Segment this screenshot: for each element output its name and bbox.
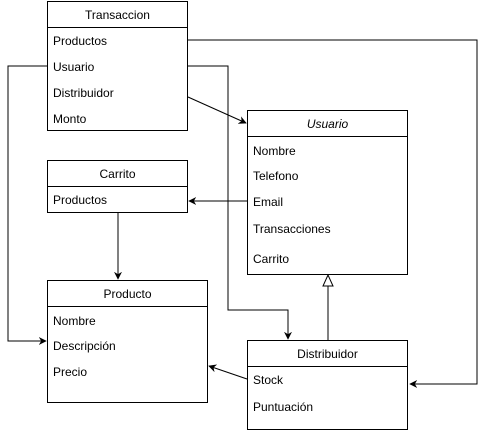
attr-carrito-productos: Productos xyxy=(53,193,108,207)
class-usuario-name: Usuario xyxy=(248,111,407,137)
connector-transaccion-productos-to-distribuidor xyxy=(188,39,478,388)
class-producto-name: Producto xyxy=(48,281,207,307)
attr-distribuidor-puntuacion: Puntuación xyxy=(253,400,314,414)
class-producto[interactable]: Producto Nombre Descripción Precio xyxy=(47,280,208,403)
attr-producto-descripcion: Descripción xyxy=(53,339,116,353)
attr-transaccion-usuario: Usuario xyxy=(53,60,95,74)
connector-distribuidor-to-producto xyxy=(208,364,248,380)
connector-transaccion-usuario-to-distribuidor xyxy=(188,65,292,340)
class-transaccion[interactable]: Transaccion Productos Usuario Distribuid… xyxy=(47,1,188,131)
class-transaccion-name: Transaccion xyxy=(48,2,187,28)
class-carrito-name: Carrito xyxy=(48,161,187,187)
class-usuario[interactable]: Usuario Nombre Telefono Email Transaccio… xyxy=(247,110,408,275)
class-distribuidor[interactable]: Distribuidor Stock Puntuación xyxy=(247,340,408,430)
attr-usuario-nombre: Nombre xyxy=(253,144,296,158)
attr-usuario-carrito: Carrito xyxy=(253,252,290,266)
attr-producto-precio: Precio xyxy=(53,365,88,379)
attr-usuario-transacciones: Transacciones xyxy=(253,222,331,236)
inheritance-triangle xyxy=(322,273,334,287)
attr-transaccion-productos: Productos xyxy=(53,34,108,48)
attr-usuario-email: Email xyxy=(253,195,284,209)
attr-usuario-telefono: Telefono xyxy=(253,169,299,183)
class-distribuidor-name: Distribuidor xyxy=(248,341,407,367)
attr-transaccion-monto: Monto xyxy=(53,112,87,126)
attr-transaccion-distribuidor: Distribuidor xyxy=(53,86,114,100)
attr-producto-nombre: Nombre xyxy=(53,314,96,328)
attr-distribuidor-stock: Stock xyxy=(253,373,284,387)
connector-transaccion-usuario-to-producto xyxy=(7,65,48,345)
class-carrito[interactable]: Carrito Productos xyxy=(47,160,188,213)
connector-transaccion-distribuidor-to-usuario xyxy=(187,96,247,124)
